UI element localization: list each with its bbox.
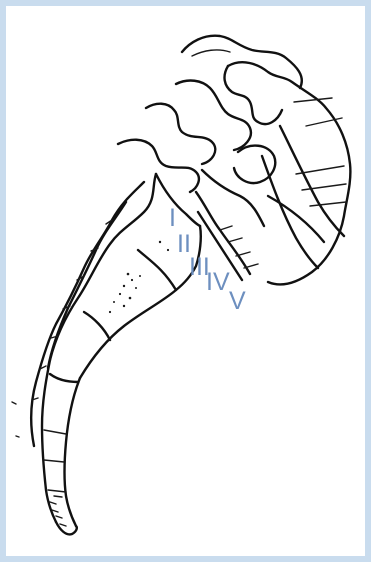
coccyx-back-edge [42, 360, 56, 522]
sacrum-dorsal-edge [50, 174, 156, 360]
right-block-hatch-1 [294, 98, 346, 206]
segment-divider-1 [138, 250, 176, 290]
upper-outline-inner [192, 50, 230, 56]
segment-divider-2 [84, 312, 110, 340]
central-hatch [220, 226, 258, 268]
label-v: V [229, 289, 246, 314]
stray-mark [12, 402, 19, 437]
right-block-band [268, 196, 324, 242]
label-iv: IV [206, 270, 230, 295]
coccyx-divider-2 [44, 430, 66, 492]
coccyx-front-edge [65, 378, 81, 526]
figure-canvas: I II III IV V [6, 6, 365, 556]
vertebra-body-outline [228, 62, 350, 284]
right-block-edge [262, 156, 318, 268]
coccyx-divider-1 [50, 374, 78, 382]
sacrum-upper-edge [156, 174, 200, 226]
left-process-outline [176, 81, 251, 150]
flange-notches [32, 220, 112, 400]
right-block-edge-2 [280, 126, 344, 236]
sacrum-coccyx-sketch [6, 6, 365, 556]
lower-wing-outline [118, 140, 199, 192]
label-i: I [169, 206, 176, 231]
